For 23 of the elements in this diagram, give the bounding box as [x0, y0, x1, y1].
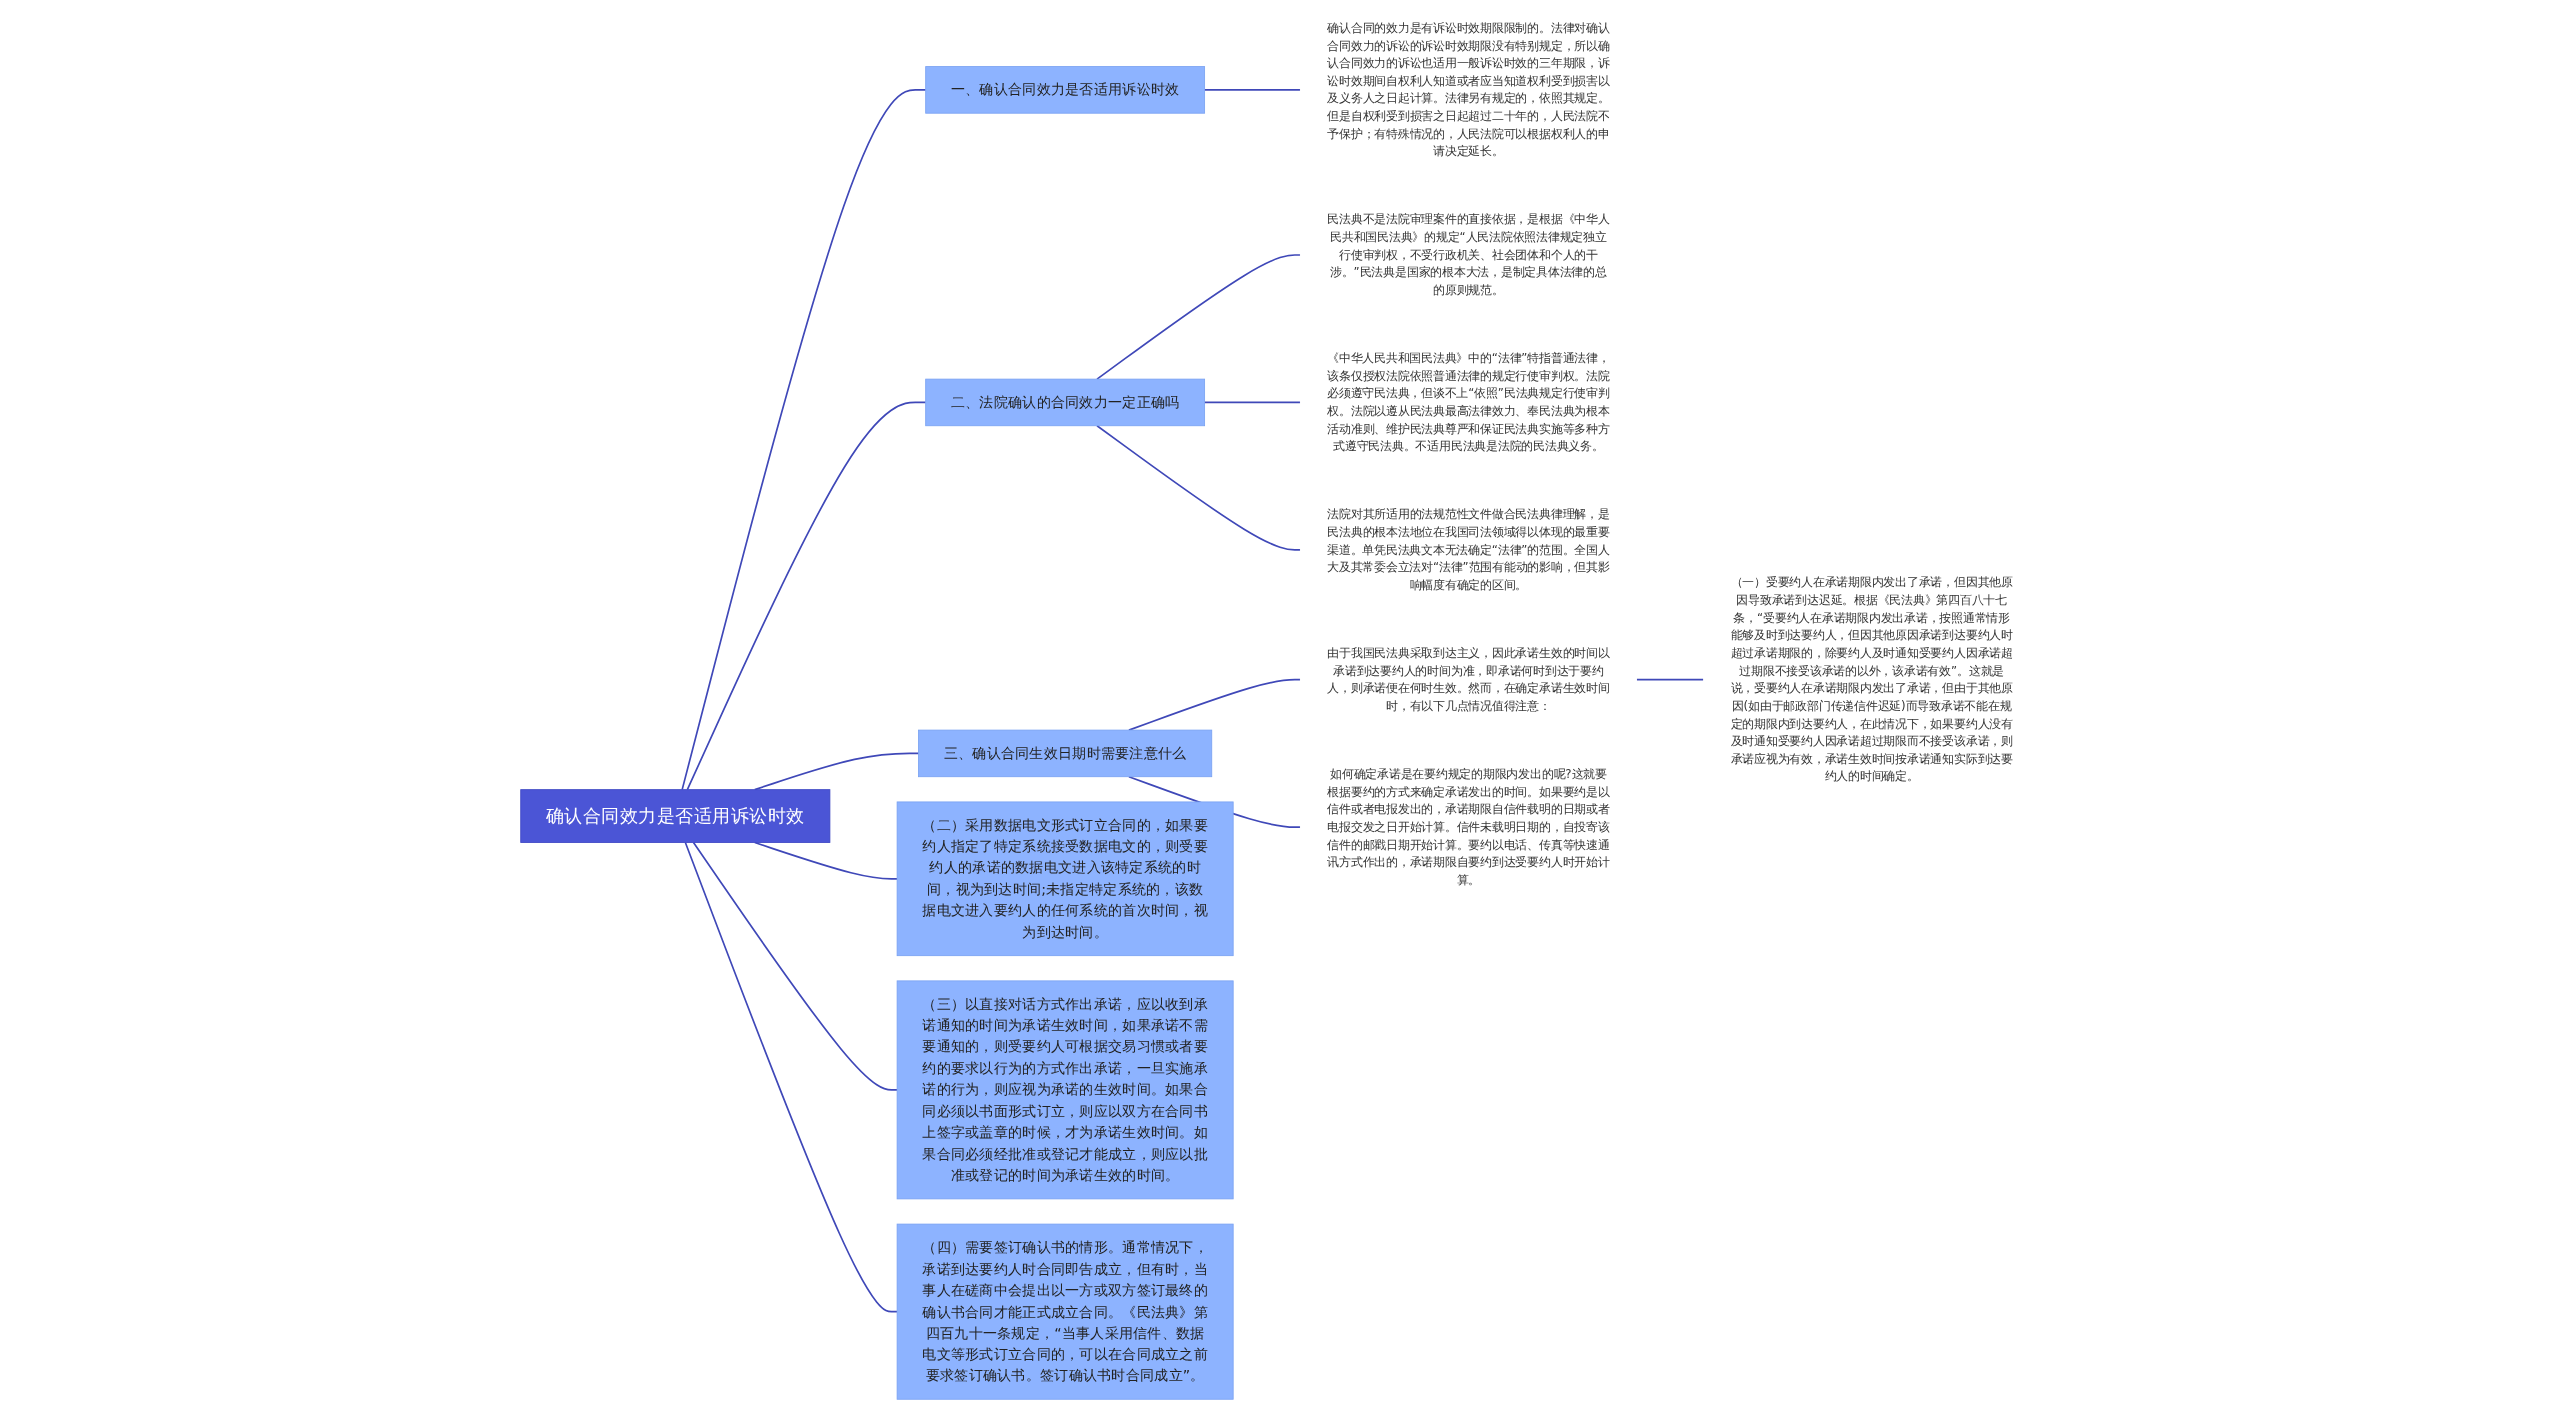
node-box: 一、确认合同效力是否适用诉讼时效	[925, 66, 1205, 114]
connector	[686, 401, 927, 791]
node-text: 法院对其所适用的法规范性文件做合民法典律理解，是民法典的根本法地位在我国司法领域得以体现的最重要渠道。单凭民法典文本无法确定“法律”的范围。全国人大及其常委会立法对“法律”范围有能动的影响，但其影响幅度有确定的区间。	[1326, 507, 1610, 592]
connector	[692, 841, 898, 1091]
node-text: 《中华人民共和国民法典》中的“法律”特指普通法律，该条仅授权法院依照普通法律的规定行使审判权。法院必须遵守民法典，但谈不上“依照”民法典规定行使审判权。法院以遵从民法典最高法律效力、奉民法典为根本活动准则、维护民法典尊严和保证民法典实施等多种方式遵守民法典。不适用民法典是法院的民法典义务。	[1326, 351, 1610, 453]
node-text: 民法典不是法院审理案件的直接依据，是根据《中华人民共和国民法典》的规定“人民法院依照法律规定独立行使审判权，不受行政机关、社会团体和个人的干涉。”民法典是国家的根本大法，是制定具体法律的总的原则规范。	[1327, 212, 1610, 297]
node-box: （三）以直接对话方式作出承诺，应以收到承诺通知的时间为承诺生效时间，如果承诺不需要通知的，则受要约人可根据交易习惯或者要约的要求以行为的方式作出承诺，一旦实施承诺的行为，则应视为承诺的生效时间。如果合同必须以书面形式订立，则应以双方在合同书上签字或盖章的时候，才为承诺生效时间。如果合同必须经批准或登记才能成立，则应以批准或登记的时间为承诺生效的时间。	[896, 980, 1234, 1200]
connector	[1095, 254, 1301, 380]
node-box: （四）需要签订确认书的情形。通常情况下，承诺到达要约人时合同即告成立，但有时，当事人在磋商中会提出以一方或双方签订最终的确认书合同才能正式成立合同。《民法典》第四百九十一条规定，“当事人采用信件、数据电文等形式订立合同的，可以在合同成立之前要求签订确认书。签订确认书时合同成立”。	[896, 1223, 1234, 1400]
node-box: 二、法院确认的合同效力一定正确吗	[925, 378, 1205, 427]
node-text: 确认合同的效力是有诉讼时效期限限制的。法律对确认合同效力的诉讼的诉讼时效期限没有特别规定，所以确认合同效力的诉讼也适用一般诉讼时效的三年期限，诉讼时效期间自权利人知道或者应当知道权利受到损害以及义务人之日起计算。法律另有规定的，依照其规定。但是自权利受到损害之日起超过二十年的，人民法院不予保护；有特殊情况的，人民法院可以根据权利人的申请决定延长。	[1327, 21, 1610, 158]
node-text: （一）受要约人在承诺期限内发出了承诺，但因其他原因导致承诺到达迟延。根据《民法典》第四百八十七条，“受要约人在承诺期限内发出承诺，按照通常情形能够及时到达要约人，但因其他原因承诺到达要约人时超过承诺期限的，除要约人及时通知受要约人因承诺超过期限不接受该承诺的以外，该承诺有效”。这就是说，受要约人在承诺期限内发出了承诺，但由于其他原因(如由于邮政部门传递信件迟延)而导致承诺不能在规定的期限内到达要约人，在此情况下，如果要约人没有及时通知受要约人因承诺超过期限而不接受该承诺，则承诺应视为有效，承诺生效时间按承诺通知实际到达要约人的时间确定。	[1730, 575, 2013, 784]
node-text: 如何确定承诺是在要约规定的期限内发出的呢?这就要根据要约的方式来确定承诺发出的时间。如果要约是以信件或者电报发出的，承诺期限自信件载明的日期或者电报交发之日开始计算。信件未载明日期的，自投寄该信件的邮戳日期开始计算。要约以电话、传真等快速通讯方式作出的，承诺期限自要约到达受要约人时开始计算。	[1327, 767, 1610, 887]
node-text: 由于我国民法典采取到达主义，因此承诺生效的时间以承诺到达要约人的时间为准，即承诺何时到达于要约人，则承诺便在何时生效。然而，在确定承诺生效时间时，有以下几点情况值得注意：	[1327, 646, 1610, 713]
connector	[1635, 678, 1705, 681]
connector	[1203, 89, 1301, 91]
node-box: 确认合同效力是否适用诉讼时效	[520, 789, 831, 843]
connector	[1095, 424, 1301, 551]
node-box: （二）采用数据电文形式订立合同的，如果要约人指定了特定系统接受数据电文的，则受要约人的承诺的数据电文进入该特定系统的时间，视为到达时间;未指定特定系统的，该数据电文进入要约人的任何系统的首次时间，视为到达时间。	[896, 801, 1234, 957]
connector	[1203, 401, 1301, 404]
node-box: 三、确认合同生效日期时需要注意什么	[917, 729, 1212, 778]
connector	[681, 89, 927, 791]
connector	[684, 841, 898, 1313]
